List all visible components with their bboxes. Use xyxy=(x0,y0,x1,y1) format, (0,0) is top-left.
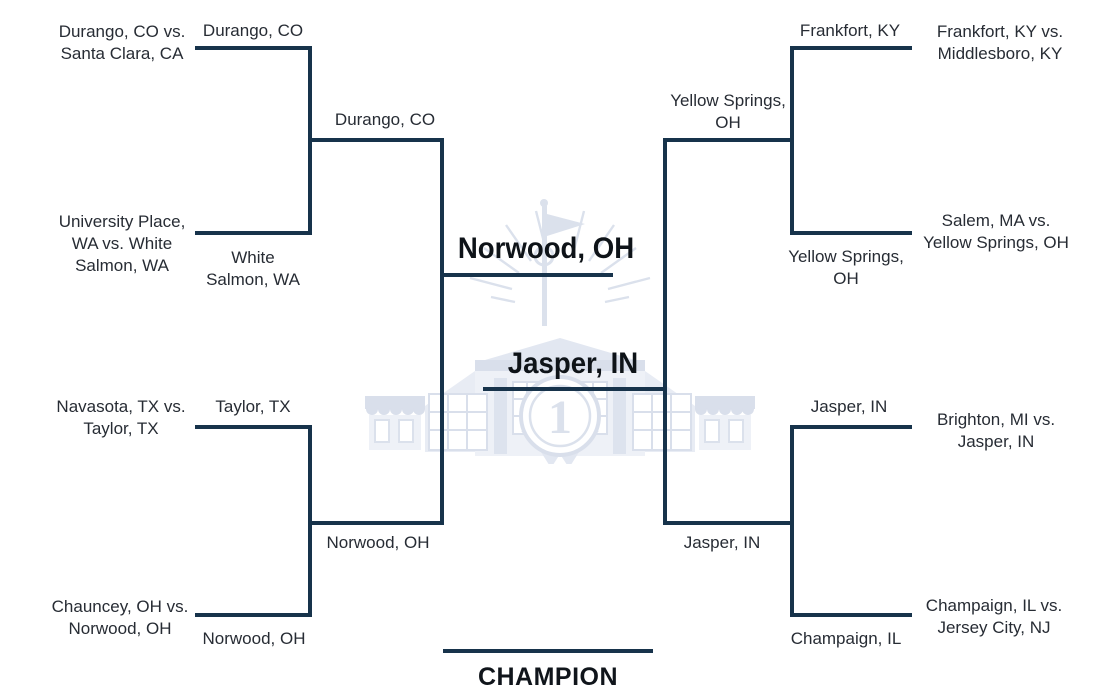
matchup-text-line: Chauncey, OH vs. xyxy=(51,597,189,616)
winner-label-line: OH xyxy=(833,269,859,288)
bracket-line xyxy=(483,387,667,391)
matchup-text-line: Salem, MA vs. xyxy=(941,211,1051,230)
winner-label: Yellow Springs, OH xyxy=(788,246,904,290)
bracket-line xyxy=(440,273,613,277)
bracket-line xyxy=(195,425,312,429)
final-winner-label: Jasper, IN xyxy=(507,347,639,380)
matchup-text-line: Brighton, MI vs. xyxy=(936,410,1056,429)
matchup-text: Salem, MA vs. Yellow Springs, OH xyxy=(923,210,1069,254)
matchup-text: Navasota, TX vs. Taylor, TX xyxy=(56,396,185,440)
semifinal-winner-label: Yellow Springs, OH xyxy=(670,90,786,134)
medallion-icon: 1 xyxy=(519,375,601,464)
winner-label: White Salmon, WA xyxy=(206,247,300,291)
flagpole-icon xyxy=(533,199,585,326)
matchup-text-line: WA vs. White xyxy=(71,234,173,253)
matchup-text-line: Salmon, WA xyxy=(75,256,169,275)
champion-label: CHAMPION xyxy=(477,663,619,691)
winner-label-line: Yellow Springs, xyxy=(788,247,904,266)
semifinal-winner-label: Norwood, OH xyxy=(327,532,430,554)
winner-label-line: White xyxy=(231,248,275,267)
winner-label: Champaign, IL xyxy=(791,628,902,650)
winner-label: Taylor, TX xyxy=(215,396,290,418)
bracket-line xyxy=(195,613,312,617)
bracket-line xyxy=(308,138,444,142)
champion-line xyxy=(443,649,653,653)
winner-label-line: Champaign, IL xyxy=(790,629,902,648)
bracket-line xyxy=(792,46,912,50)
matchup-text-line: Frankfort, KY vs. xyxy=(936,22,1064,41)
bracket-line xyxy=(663,521,794,525)
winner-label-line: Norwood, OH xyxy=(202,629,306,648)
winner-label-line: Yellow Springs, xyxy=(670,91,786,110)
matchup-text: Brighton, MI vs. Jasper, IN xyxy=(937,409,1055,453)
winner-label-line: Frankfort, KY xyxy=(799,21,901,40)
matchup-text-line: Middlesboro, KY xyxy=(937,44,1063,63)
winner-label: Frankfort, KY xyxy=(800,20,900,42)
winner-label: Durango, CO xyxy=(203,20,303,42)
bracket-line xyxy=(792,425,912,429)
matchup-text: Frankfort, KY vs. Middlesboro, KY xyxy=(937,21,1063,65)
matchup-text: University Place, WA vs. White Salmon, W… xyxy=(59,211,186,277)
storefront-building-watermark-icon: 1 xyxy=(365,199,755,464)
winner-label-line: Durango, CO xyxy=(334,110,436,129)
medallion-number: 1 xyxy=(548,391,572,444)
matchup-text-line: Jersey City, NJ xyxy=(937,618,1051,637)
matchup-text: Champaign, IL vs. Jersey City, NJ xyxy=(926,595,1062,639)
side-shops-icon xyxy=(365,393,755,451)
matchup-text-line: Norwood, OH xyxy=(68,619,172,638)
bracket-line xyxy=(195,46,312,50)
winner-label-line: Norwood, OH xyxy=(326,533,430,552)
winner-label: Jasper, IN xyxy=(811,396,888,418)
winner-label-line: Jasper, IN xyxy=(810,397,888,416)
matchup-text-line: Champaign, IL vs. xyxy=(925,596,1063,615)
winner-label: Norwood, OH xyxy=(203,628,306,650)
bracket-line xyxy=(440,138,444,525)
bracket-line xyxy=(663,138,667,525)
semifinal-winner-label: Durango, CO xyxy=(335,109,435,131)
final-winner-label: Norwood, OH xyxy=(457,232,635,265)
matchup-text-line: University Place, xyxy=(58,212,186,231)
winner-label-line: Salmon, WA xyxy=(206,270,300,289)
winner-label-line: Taylor, TX xyxy=(215,397,291,416)
matchup-text: Chauncey, OH vs. Norwood, OH xyxy=(52,596,189,640)
winner-label-line: Durango, CO xyxy=(202,21,304,40)
bracket-line xyxy=(195,231,312,235)
winner-label-line: Jasper, IN xyxy=(683,533,761,552)
matchup-text-line: Santa Clara, CA xyxy=(60,44,184,63)
matchup-text: Durango, CO vs. Santa Clara, CA xyxy=(59,21,186,65)
semifinal-winner-label: Jasper, IN xyxy=(684,532,761,554)
bracket-line xyxy=(308,521,444,525)
matchup-text-line: Jasper, IN xyxy=(957,432,1035,451)
matchup-text-line: Taylor, TX xyxy=(83,419,159,438)
matchup-text-line: Yellow Springs, OH xyxy=(923,233,1069,252)
matchup-text-line: Durango, CO vs. xyxy=(58,22,186,41)
winner-label-line: OH xyxy=(715,113,741,132)
matchup-text-line: Navasota, TX vs. xyxy=(56,397,186,416)
bracket-line xyxy=(792,613,912,617)
bracket-line xyxy=(792,231,912,235)
bracket-line xyxy=(663,138,794,142)
